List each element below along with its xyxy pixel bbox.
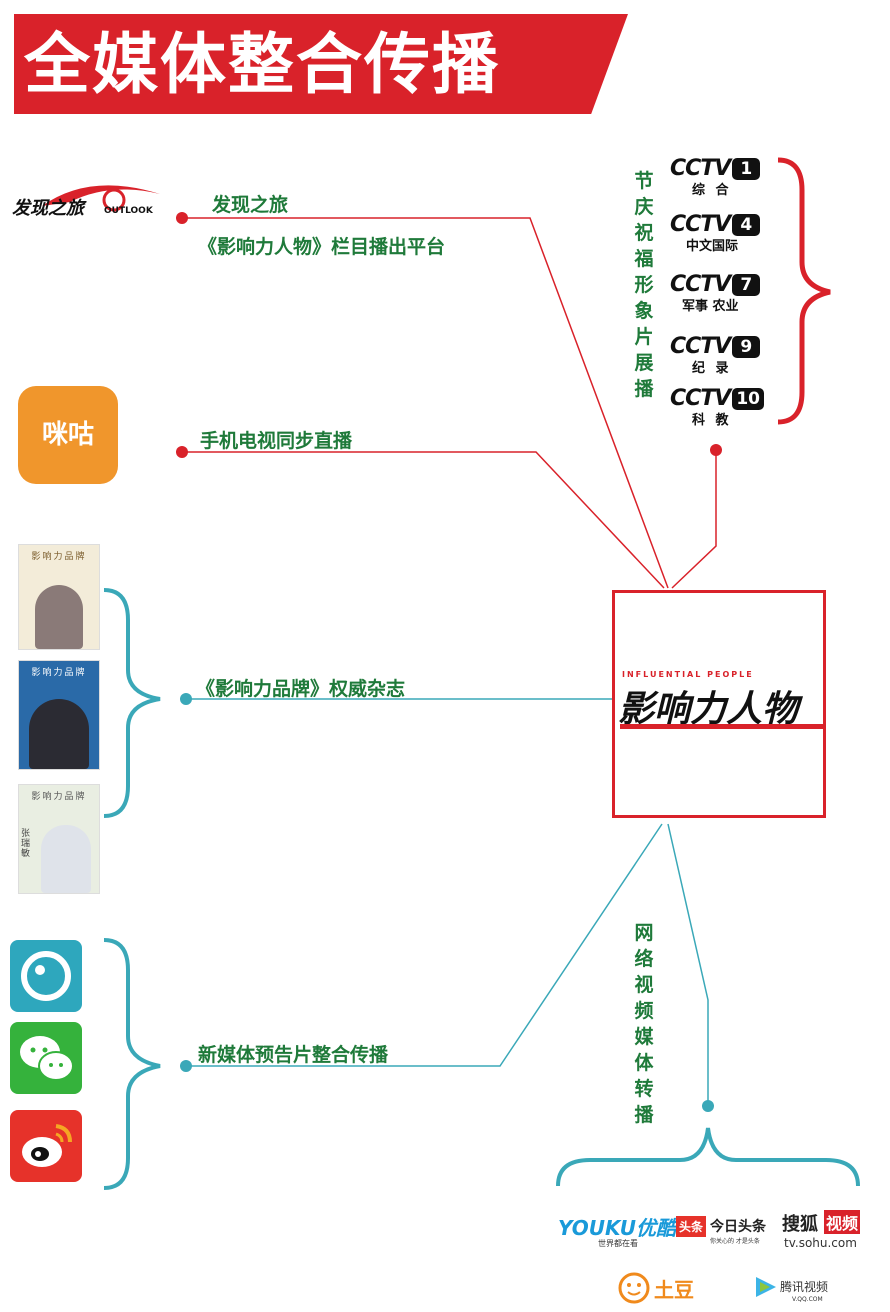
sohu-logo-url: tv.sohu.com <box>784 1236 857 1250</box>
cctv-word: CCTV <box>670 386 731 411</box>
cctv-channel-name: 科 教 <box>692 413 732 428</box>
weibo-eye-icon <box>22 1124 72 1167</box>
cctv-channel-number: 7 <box>732 274 761 296</box>
migu-logo: 咪咕 <box>18 386 118 484</box>
magazine-cover-2: 影响力品牌 <box>18 660 100 770</box>
discovery-logo-sub: OUTLOOK <box>104 206 153 216</box>
toutiao-logo-sub: 你关心的 才是头条 <box>710 1238 760 1245</box>
label-mobile: 手机电视同步直播 <box>200 430 353 452</box>
cctv-channel-name: 综 合 <box>692 183 732 198</box>
connector-newmedia <box>188 823 663 1067</box>
tencent-logo-text: 腾讯视频 <box>780 1280 829 1294</box>
camera-ring-icon <box>21 951 71 1001</box>
tudou-face-icon <box>618 1272 650 1304</box>
center-brand-box <box>612 590 826 818</box>
magazine-cover-photo <box>41 825 91 893</box>
node-video <box>702 1100 714 1112</box>
connector-discovery <box>182 217 669 589</box>
label-discovery-line1: 发现之旅 <box>212 194 289 216</box>
weibo-logo <box>10 1110 82 1182</box>
magazine-cover-photo <box>35 585 83 649</box>
cctv-word: CCTV <box>670 156 731 181</box>
magazine-cover-3: 影响力品牌 张瑞敏 <box>18 784 100 894</box>
youku-logo: YOUKU优酷 世界都在看 <box>558 1212 676 1252</box>
tencent-play-icon <box>756 1277 776 1297</box>
label-discovery-line2: 《影响力人物》栏目播出平台 <box>198 236 446 258</box>
label-cctv: 节庆祝福形象片展播 <box>634 170 654 400</box>
toutiao-badge: 头条 <box>676 1216 707 1237</box>
brace-social <box>103 938 161 1190</box>
node-discovery <box>176 212 188 224</box>
connector-mobile <box>182 451 665 589</box>
center-brand-en: INFLUENTIAL PEOPLE <box>622 670 754 679</box>
discovery-swoosh-icon <box>42 185 160 212</box>
magazine-cover-title: 影响力品牌 <box>31 552 87 562</box>
cctv-channel-name: 纪 录 <box>692 361 732 376</box>
label-video: 网络视频媒体转播 <box>634 922 654 1126</box>
magazine-cover-title: 影响力品牌 <box>31 668 87 678</box>
title-banner <box>14 14 628 114</box>
cctv-channel-number: 4 <box>732 214 761 236</box>
magazine-cover-photo <box>29 699 89 769</box>
tencent-logo-sub: V.QQ.COM <box>792 1296 823 1303</box>
sohu-logo-badge: 视频 <box>824 1210 861 1234</box>
cctv-word: CCTV <box>670 272 731 297</box>
discovery-logo-text: 发现之旅 <box>12 198 84 219</box>
magazine-cover-name: 张瑞敏 <box>21 829 31 859</box>
wechat-bubbles-icon <box>20 1036 74 1081</box>
cctv-channel-number: 1 <box>732 158 761 180</box>
node-newmedia <box>180 1060 192 1072</box>
toutiao-logo: 头条 今日头条 你关心的 才是头条 <box>676 1216 772 1252</box>
label-newmedia: 新媒体预告片整合传播 <box>198 1044 389 1066</box>
node-magazine <box>180 693 192 705</box>
cctv-channel-number: 10 <box>732 388 764 410</box>
label-magazine: 《影响力品牌》权威杂志 <box>196 678 406 700</box>
magazine-cover-title: 影响力品牌 <box>31 792 87 802</box>
magazine-cover-1: 影响力品牌 <box>18 544 100 650</box>
youku-logo-text: YOUKU优酷 <box>558 1216 677 1240</box>
brace-magazine <box>103 588 161 818</box>
node-cctv <box>710 444 722 456</box>
tudou-logo: 土豆 <box>618 1272 714 1308</box>
cctv-channel-number: 9 <box>732 336 761 358</box>
center-brand-underline <box>620 724 824 729</box>
sohu-video-logo: 搜狐 视频 tv.sohu.com <box>782 1210 878 1254</box>
node-mobile <box>176 446 188 458</box>
migu-logo-text: 咪咕 <box>41 420 94 450</box>
social-camera-app-logo <box>10 940 82 1012</box>
tencent-video-logo: 腾讯视频 V.QQ.COM <box>752 1274 848 1308</box>
center-brand-cn: 影响力人物 <box>618 689 799 730</box>
brace-cctv <box>777 157 831 425</box>
page-title: 全媒体整合传播 <box>24 25 500 103</box>
youku-logo-sub: 世界都在看 <box>598 1239 638 1248</box>
brace-video <box>556 1127 860 1187</box>
toutiao-logo-text: 今日头条 <box>710 1219 766 1235</box>
cctv-word: CCTV <box>670 212 731 237</box>
connector-cctv <box>671 452 717 589</box>
tudou-logo-text: 土豆 <box>654 1278 694 1302</box>
wechat-logo <box>10 1022 82 1094</box>
cctv-word: CCTV <box>670 334 731 359</box>
cctv-channel-name: 军事 农业 <box>682 299 739 314</box>
discovery-logo: 发现之旅 OUTLOOK <box>12 172 162 222</box>
cctv-channel-name: 中文国际 <box>686 239 739 254</box>
sohu-logo-text: 搜狐 <box>782 1214 818 1235</box>
connector-video <box>667 823 709 1102</box>
